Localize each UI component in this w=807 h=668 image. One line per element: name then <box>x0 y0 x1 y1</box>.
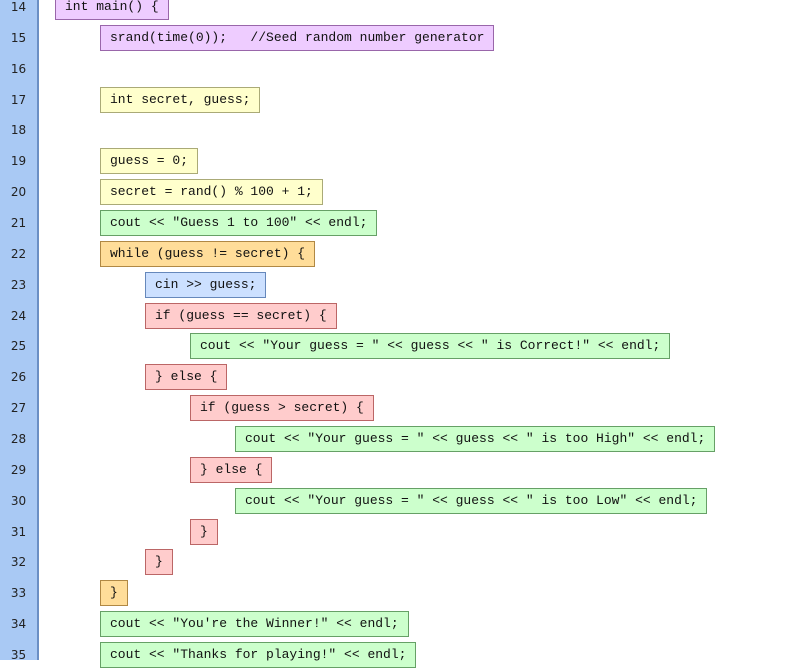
code-block-green[interactable]: cout << "Your guess = " << guess << " is… <box>235 487 708 514</box>
code-block-yellow[interactable]: secret = rand() % 100 + 1; <box>100 179 323 206</box>
line-number: 21 <box>10 216 27 231</box>
line-number: 17 <box>10 92 27 107</box>
line-number: 15 <box>10 30 27 45</box>
code-block-yellow[interactable]: guess = 0; <box>100 148 199 175</box>
line-number: 16 <box>10 61 27 76</box>
line-number: 22 <box>10 246 27 261</box>
line-number: 28 <box>10 432 27 447</box>
line-number: 18 <box>10 123 27 138</box>
line-number: 30 <box>10 493 27 508</box>
line-number: 34 <box>10 617 27 632</box>
line-number: 24 <box>10 308 27 323</box>
line-number: 33 <box>10 586 27 601</box>
line-number: 14 <box>10 0 27 14</box>
code-block-pink[interactable]: } <box>145 549 173 576</box>
line-number: 27 <box>10 401 27 416</box>
line-number-gutter: 14 15 16 17 18 19 20 21 22 23 24 25 26 27 28 29 30 31 32 33… <box>0 0 39 663</box>
line-number: 35 <box>10 648 27 663</box>
code-block-pink[interactable]: if (guess == secret) { <box>145 302 337 329</box>
line-number: 20 <box>10 185 27 200</box>
code-block-yellow[interactable]: int secret, guess; <box>100 86 261 113</box>
code-block-pink[interactable]: } else { <box>145 364 228 391</box>
line-number: 26 <box>10 370 27 385</box>
code-block-orange[interactable]: } <box>100 580 128 607</box>
line-number: 19 <box>10 154 27 169</box>
code-block-green[interactable]: cout << "You're the Winner!" << endl; <box>100 611 409 638</box>
code-block-purple[interactable]: int main() { <box>55 0 169 20</box>
line-number: 32 <box>10 555 27 570</box>
code-block-pink[interactable]: if (guess > secret) { <box>190 395 374 422</box>
code-block-green[interactable]: cout << "Your guess = " << guess << " is… <box>190 333 671 360</box>
code-block-pink[interactable]: } <box>190 518 218 545</box>
line-number: 31 <box>10 524 27 539</box>
code-block-pink[interactable]: } else { <box>190 456 273 483</box>
code-block-orange[interactable]: while (guess != secret) { <box>100 240 316 267</box>
code-block-green[interactable]: cout << "Thanks for playing!" << endl; <box>100 642 417 668</box>
code-block-purple[interactable]: srand(time(0)); //Seed random number gen… <box>100 24 495 51</box>
code-block-green[interactable]: cout << "Guess 1 to 100" << endl; <box>100 210 378 237</box>
line-number: 23 <box>10 277 27 292</box>
line-number: 25 <box>10 339 27 354</box>
line-number: 29 <box>10 462 27 477</box>
code-block-blue[interactable]: cin >> guess; <box>145 271 267 298</box>
code-block-green[interactable]: cout << "Your guess = " << guess << " is… <box>235 426 716 453</box>
